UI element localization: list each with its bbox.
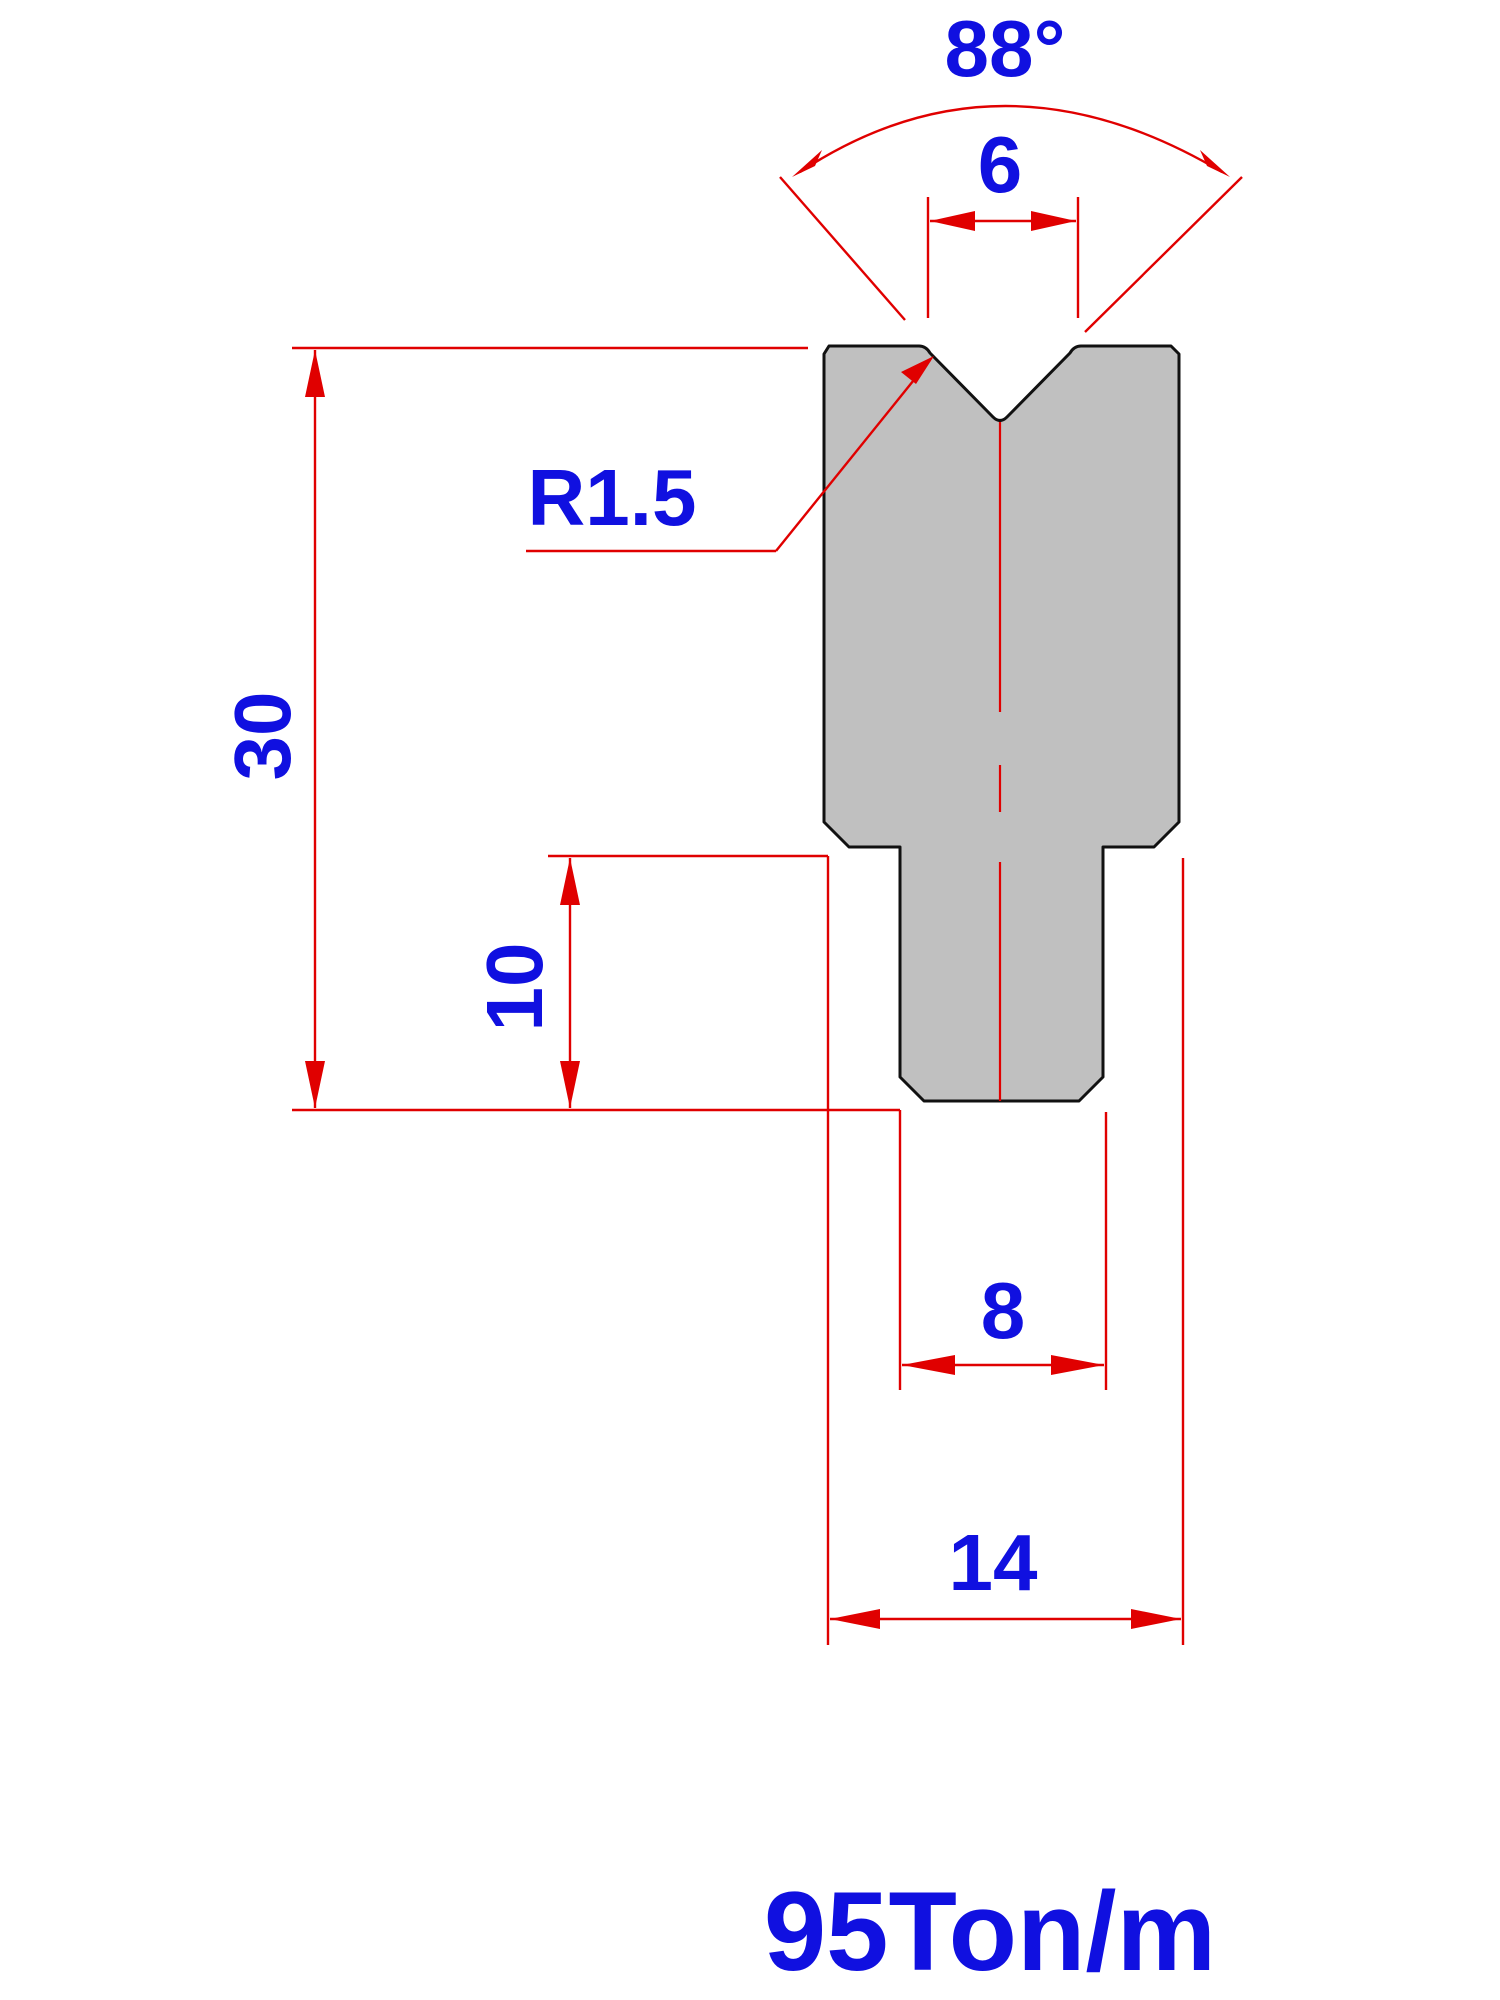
v-opening-label: 6 — [978, 120, 1023, 209]
radius-label: R1.5 — [528, 453, 697, 542]
tang-height-dimension: 10 — [470, 854, 830, 1645]
angle-label: 88° — [945, 4, 1066, 93]
tang-width-dimension: 8 — [902, 1112, 1108, 1390]
tang-height-label: 10 — [470, 943, 559, 1032]
body-width-dimension: 14 — [830, 858, 1185, 1645]
body-width-label: 14 — [949, 1518, 1038, 1607]
total-height-label: 30 — [218, 692, 307, 781]
total-height-dimension: 30 — [218, 346, 902, 1390]
tang-width-label: 8 — [981, 1266, 1026, 1355]
v-opening-dimension: 6 — [926, 120, 1080, 318]
angle-dimension: 88° — [779, 4, 1243, 333]
capacity-label: 95Ton/m — [764, 1869, 1216, 1994]
radius-dimension: R1.5 — [526, 356, 934, 553]
die-profile — [822, 344, 1181, 1103]
